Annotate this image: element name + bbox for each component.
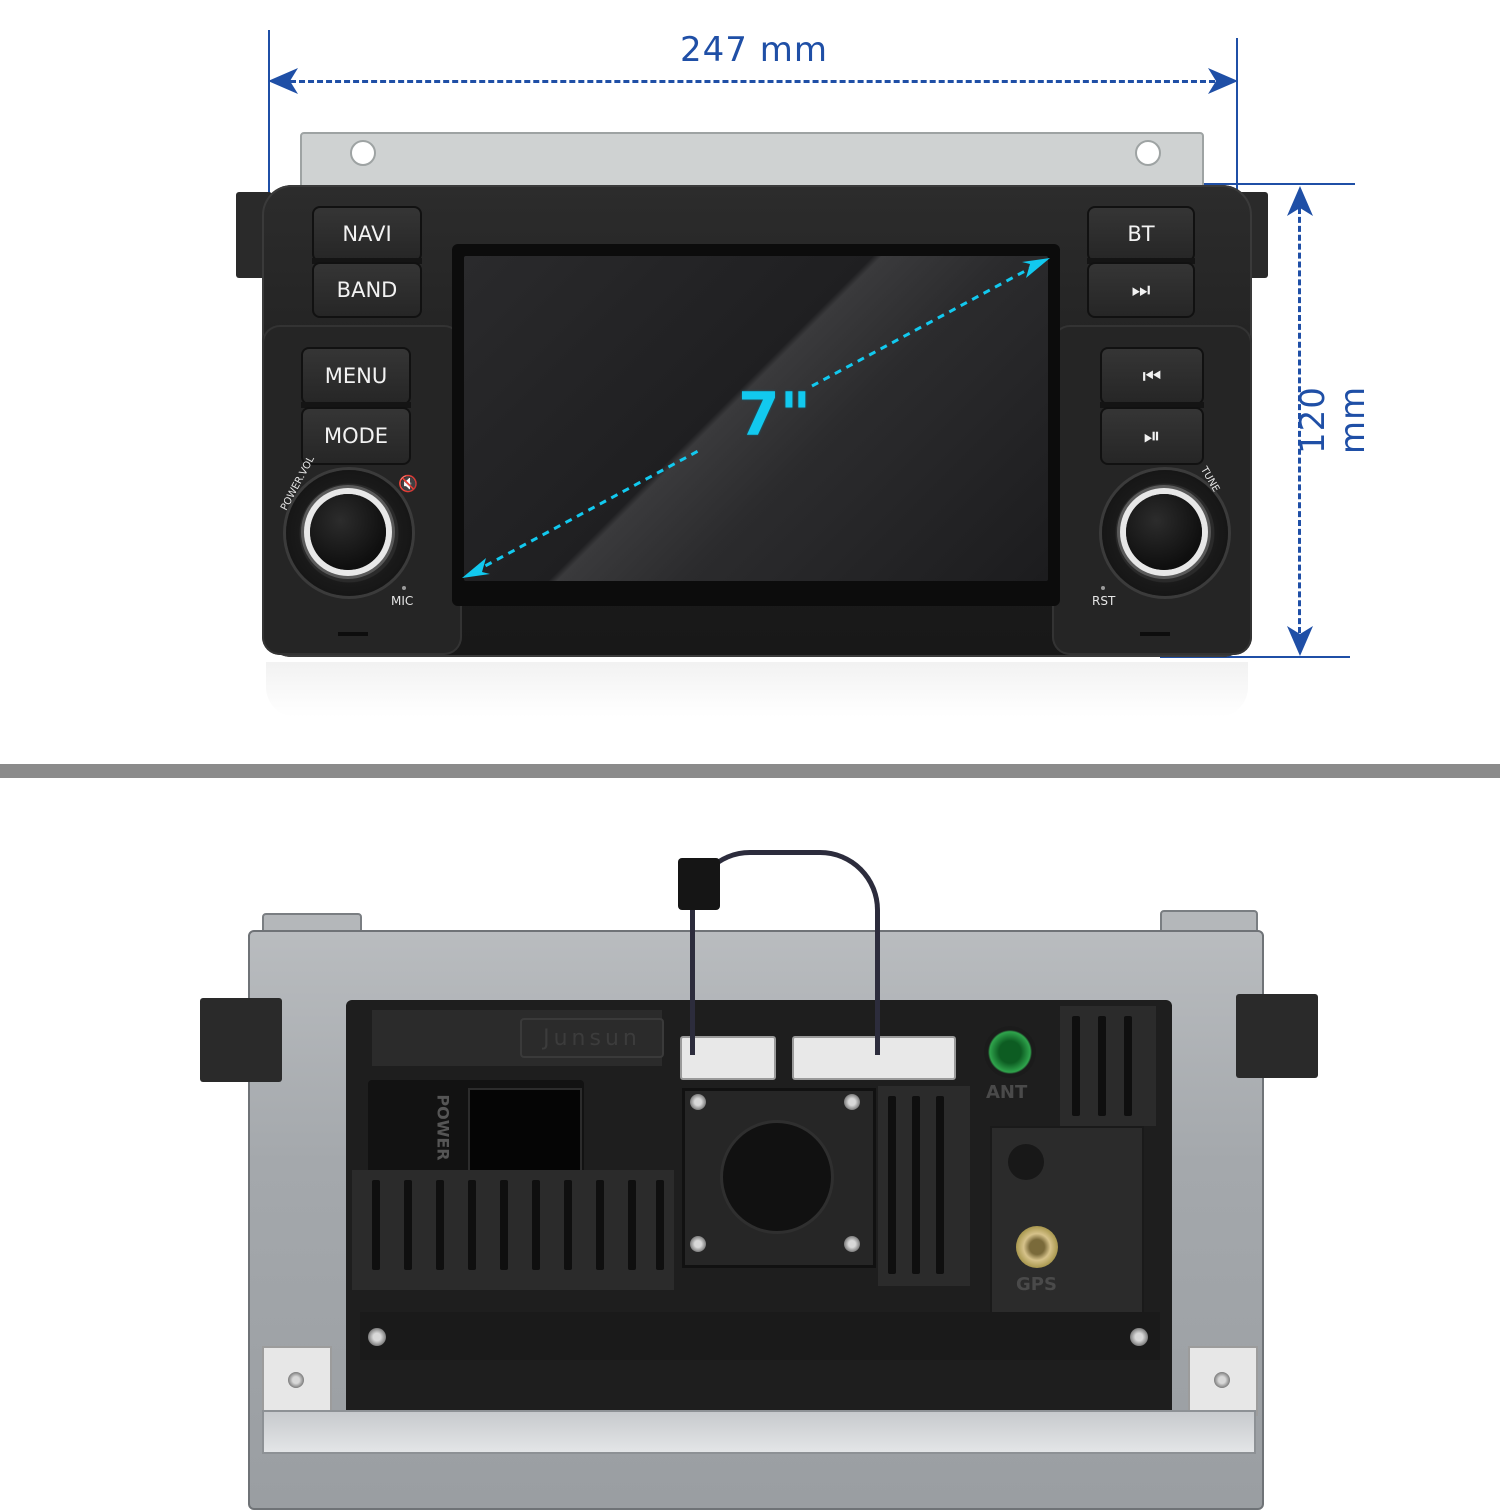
bracket-hole-left [350, 140, 376, 166]
fin [468, 1180, 476, 1270]
unit-reflection [266, 662, 1248, 717]
fin [912, 1096, 920, 1274]
volume-knob[interactable] [310, 494, 386, 570]
height-label: 120 mm [1293, 385, 1373, 455]
rear-clip-right [1236, 994, 1318, 1078]
front-view: 247 mm 120 mm NAVI BAND MENU MODE BT ⏭ ⏮ [0, 0, 1500, 740]
width-label: 247 mm [680, 30, 828, 70]
cable-plug[interactable] [678, 858, 720, 910]
brand-plate: Junsun [520, 1018, 664, 1058]
fin [1072, 1016, 1080, 1116]
screen-diagonal-indicator [462, 258, 1050, 578]
fan-screw-tr [844, 1094, 860, 1110]
reset-hole[interactable] [1101, 586, 1105, 590]
fin [888, 1096, 896, 1274]
fin [1098, 1016, 1106, 1116]
previous-track-button[interactable]: ⏮ [1100, 347, 1204, 405]
rail-screw-right [1130, 1328, 1148, 1346]
next-track-icon: ⏭ [1131, 277, 1151, 302]
rear-clip-left [200, 998, 282, 1082]
fin [656, 1180, 664, 1270]
screen-size-label: 7" [738, 380, 812, 450]
play-pause-icon: ⏯ [1143, 423, 1161, 448]
tune-knob[interactable] [1126, 494, 1202, 570]
bottom-slot-right [1140, 632, 1170, 636]
gps-label: GPS [1016, 1274, 1057, 1295]
menu-button[interactable]: MENU [301, 347, 411, 405]
gps-sensor [1008, 1144, 1044, 1180]
fin [1124, 1016, 1132, 1116]
mode-button[interactable]: MODE [301, 407, 411, 465]
bottom-rail [360, 1312, 1160, 1360]
mic-hole [402, 586, 406, 590]
heatsink-left [352, 1170, 674, 1290]
fin [936, 1096, 944, 1274]
plate-screw-right [1214, 1372, 1230, 1388]
rear-view: Junsun POWER ANT GPS [0, 780, 1500, 1510]
section-divider [0, 764, 1500, 778]
next-track-button[interactable]: ⏭ [1087, 262, 1195, 318]
bottom-slot-left [338, 632, 368, 636]
bt-next-divider [1087, 258, 1195, 264]
navi-button[interactable]: NAVI [312, 206, 422, 262]
fin [564, 1180, 572, 1270]
rst-label: RST [1092, 594, 1116, 608]
previous-track-icon: ⏮ [1142, 363, 1162, 388]
gps-port[interactable] [1016, 1226, 1058, 1268]
bracket-hole-right [1135, 140, 1161, 166]
mute-icon: 🔇 [398, 474, 418, 493]
antenna-port[interactable] [984, 1026, 1036, 1078]
chassis-bottom-lip [262, 1410, 1256, 1454]
fin [372, 1180, 380, 1270]
fin [532, 1180, 540, 1270]
prev-play-divider [1100, 402, 1204, 408]
navi-band-divider [312, 258, 422, 264]
fan-screw-bl [690, 1236, 706, 1252]
arrow-up-icon [1287, 186, 1313, 216]
fin [596, 1180, 604, 1270]
fin [436, 1180, 444, 1270]
fin [404, 1180, 412, 1270]
arrow-down-icon [1287, 626, 1313, 656]
mic-label: MIC [391, 594, 414, 608]
rail-screw-left [368, 1328, 386, 1346]
mounting-bracket [300, 132, 1204, 191]
menu-mode-divider [301, 402, 411, 408]
fin [628, 1180, 636, 1270]
harness-cable [690, 850, 880, 1055]
arrow-left-icon [268, 68, 298, 94]
power-socket[interactable] [468, 1088, 582, 1184]
ant-label: ANT [986, 1082, 1028, 1103]
fin [500, 1180, 508, 1270]
play-pause-button[interactable]: ⏯ [1100, 407, 1204, 465]
fan-screw-tl [690, 1094, 706, 1110]
arrow-right-icon [1208, 68, 1238, 94]
fan-blades [720, 1120, 834, 1234]
power-label: POWER [433, 1094, 453, 1161]
fan-screw-br [844, 1236, 860, 1252]
plate-screw-left [288, 1372, 304, 1388]
bt-button[interactable]: BT [1087, 206, 1195, 262]
band-button[interactable]: BAND [312, 262, 422, 318]
